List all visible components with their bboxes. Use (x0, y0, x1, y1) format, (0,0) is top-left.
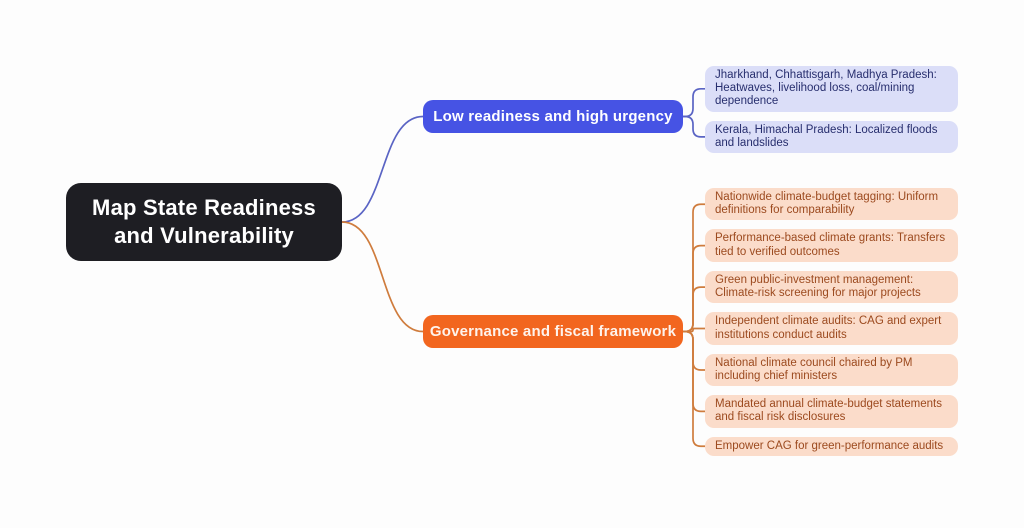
branch-children-0: Jharkhand, Chhattisgarh, Madhya Pradesh:… (705, 66, 958, 154)
leaf-label: Nationwide climate-budget tagging: Unifo… (715, 191, 939, 217)
mindmap-leaf[interactable]: Kerala, Himachal Pradesh: Localized floo… (705, 120, 958, 154)
root-node[interactable]: Map State Readiness and Vulnerability (66, 183, 342, 261)
mindmap-leaf[interactable]: Mandated annual climate-budget statement… (705, 395, 958, 428)
mindmap-leaf[interactable]: Jharkhand, Chhattisgarh, Madhya Pradesh:… (705, 66, 958, 112)
mindmap-leaf[interactable]: Empower CAG for green-performance audits (705, 436, 958, 456)
root-node-label: Map State Readiness and Vulnerability (92, 194, 316, 248)
mindmap-leaf[interactable]: National climate council chaired by PM i… (705, 353, 958, 387)
branch-node-label: Low readiness and high urgency (433, 108, 673, 125)
branch-children-1: Nationwide climate-budget tagging: Unifo… (705, 188, 958, 456)
mindmap-leaf[interactable]: Independent climate audits: CAG and expe… (705, 312, 958, 345)
mindmap-leaf[interactable]: Performance-based climate grants: Transf… (705, 229, 958, 262)
leaf-label: Mandated annual climate-budget statement… (715, 398, 942, 424)
leaf-label: Kerala, Himachal Pradesh: Localized floo… (715, 123, 938, 149)
branch-node-label: Governance and fiscal framework (429, 323, 677, 340)
leaf-label: Green public-investment management: Clim… (715, 273, 921, 300)
leaf-label: Performance-based climate grants: Transf… (715, 232, 946, 258)
leaf-label: Jharkhand, Chhattisgarh, Madhya Pradesh:… (715, 69, 937, 108)
mindmap-leaf[interactable]: Green public-investment management: Clim… (705, 270, 958, 304)
leaf-label: National climate council chaired by PM i… (715, 356, 913, 382)
leaf-label: Independent climate audits: CAG and expe… (715, 315, 942, 341)
branch-node-0[interactable]: Low readiness and high urgency (423, 100, 683, 133)
branch-node-1[interactable]: Governance and fiscal framework (423, 315, 683, 348)
leaf-label: Empower CAG for green-performance audits (715, 439, 944, 452)
mindmap-leaf[interactable]: Nationwide climate-budget tagging: Unifo… (705, 188, 958, 221)
